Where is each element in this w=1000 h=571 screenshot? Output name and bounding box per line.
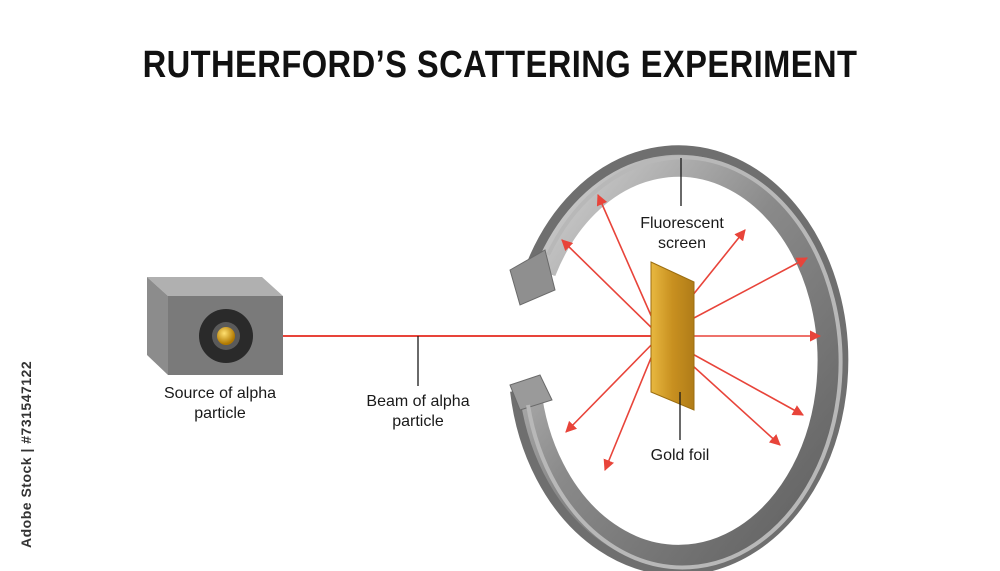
- ray-1: [561, 239, 661, 337]
- beam-label: Beam of alpha particle: [348, 392, 488, 432]
- alpha-source-box: [147, 277, 283, 375]
- ray-2: [596, 193, 661, 337]
- diagram-title: RUTHERFORD’S SCATTERING EXPERIMENT: [142, 44, 858, 86]
- source-label-line2: particle: [194, 405, 246, 422]
- source-label-line1: Source of alpha: [163, 385, 277, 402]
- screen-label-line2: screen: [657, 235, 707, 252]
- screen-label-line1: Fluorescent: [640, 215, 724, 232]
- alpha-source-icon: [217, 327, 235, 345]
- gold-foil-label: Gold foil: [650, 447, 710, 464]
- watermark-text: Adobe Stock | #731547122: [18, 360, 34, 548]
- beam-label-line2: particle: [392, 413, 444, 430]
- screen-label: Fluorescent screen: [620, 214, 744, 254]
- beam-label-line1: Beam of alpha: [366, 393, 470, 410]
- fluorescent-screen-ring: [509, 145, 849, 571]
- ray-4: [565, 335, 661, 433]
- gold-foil: [650, 261, 695, 411]
- source-label: Source of alpha particle: [150, 384, 290, 424]
